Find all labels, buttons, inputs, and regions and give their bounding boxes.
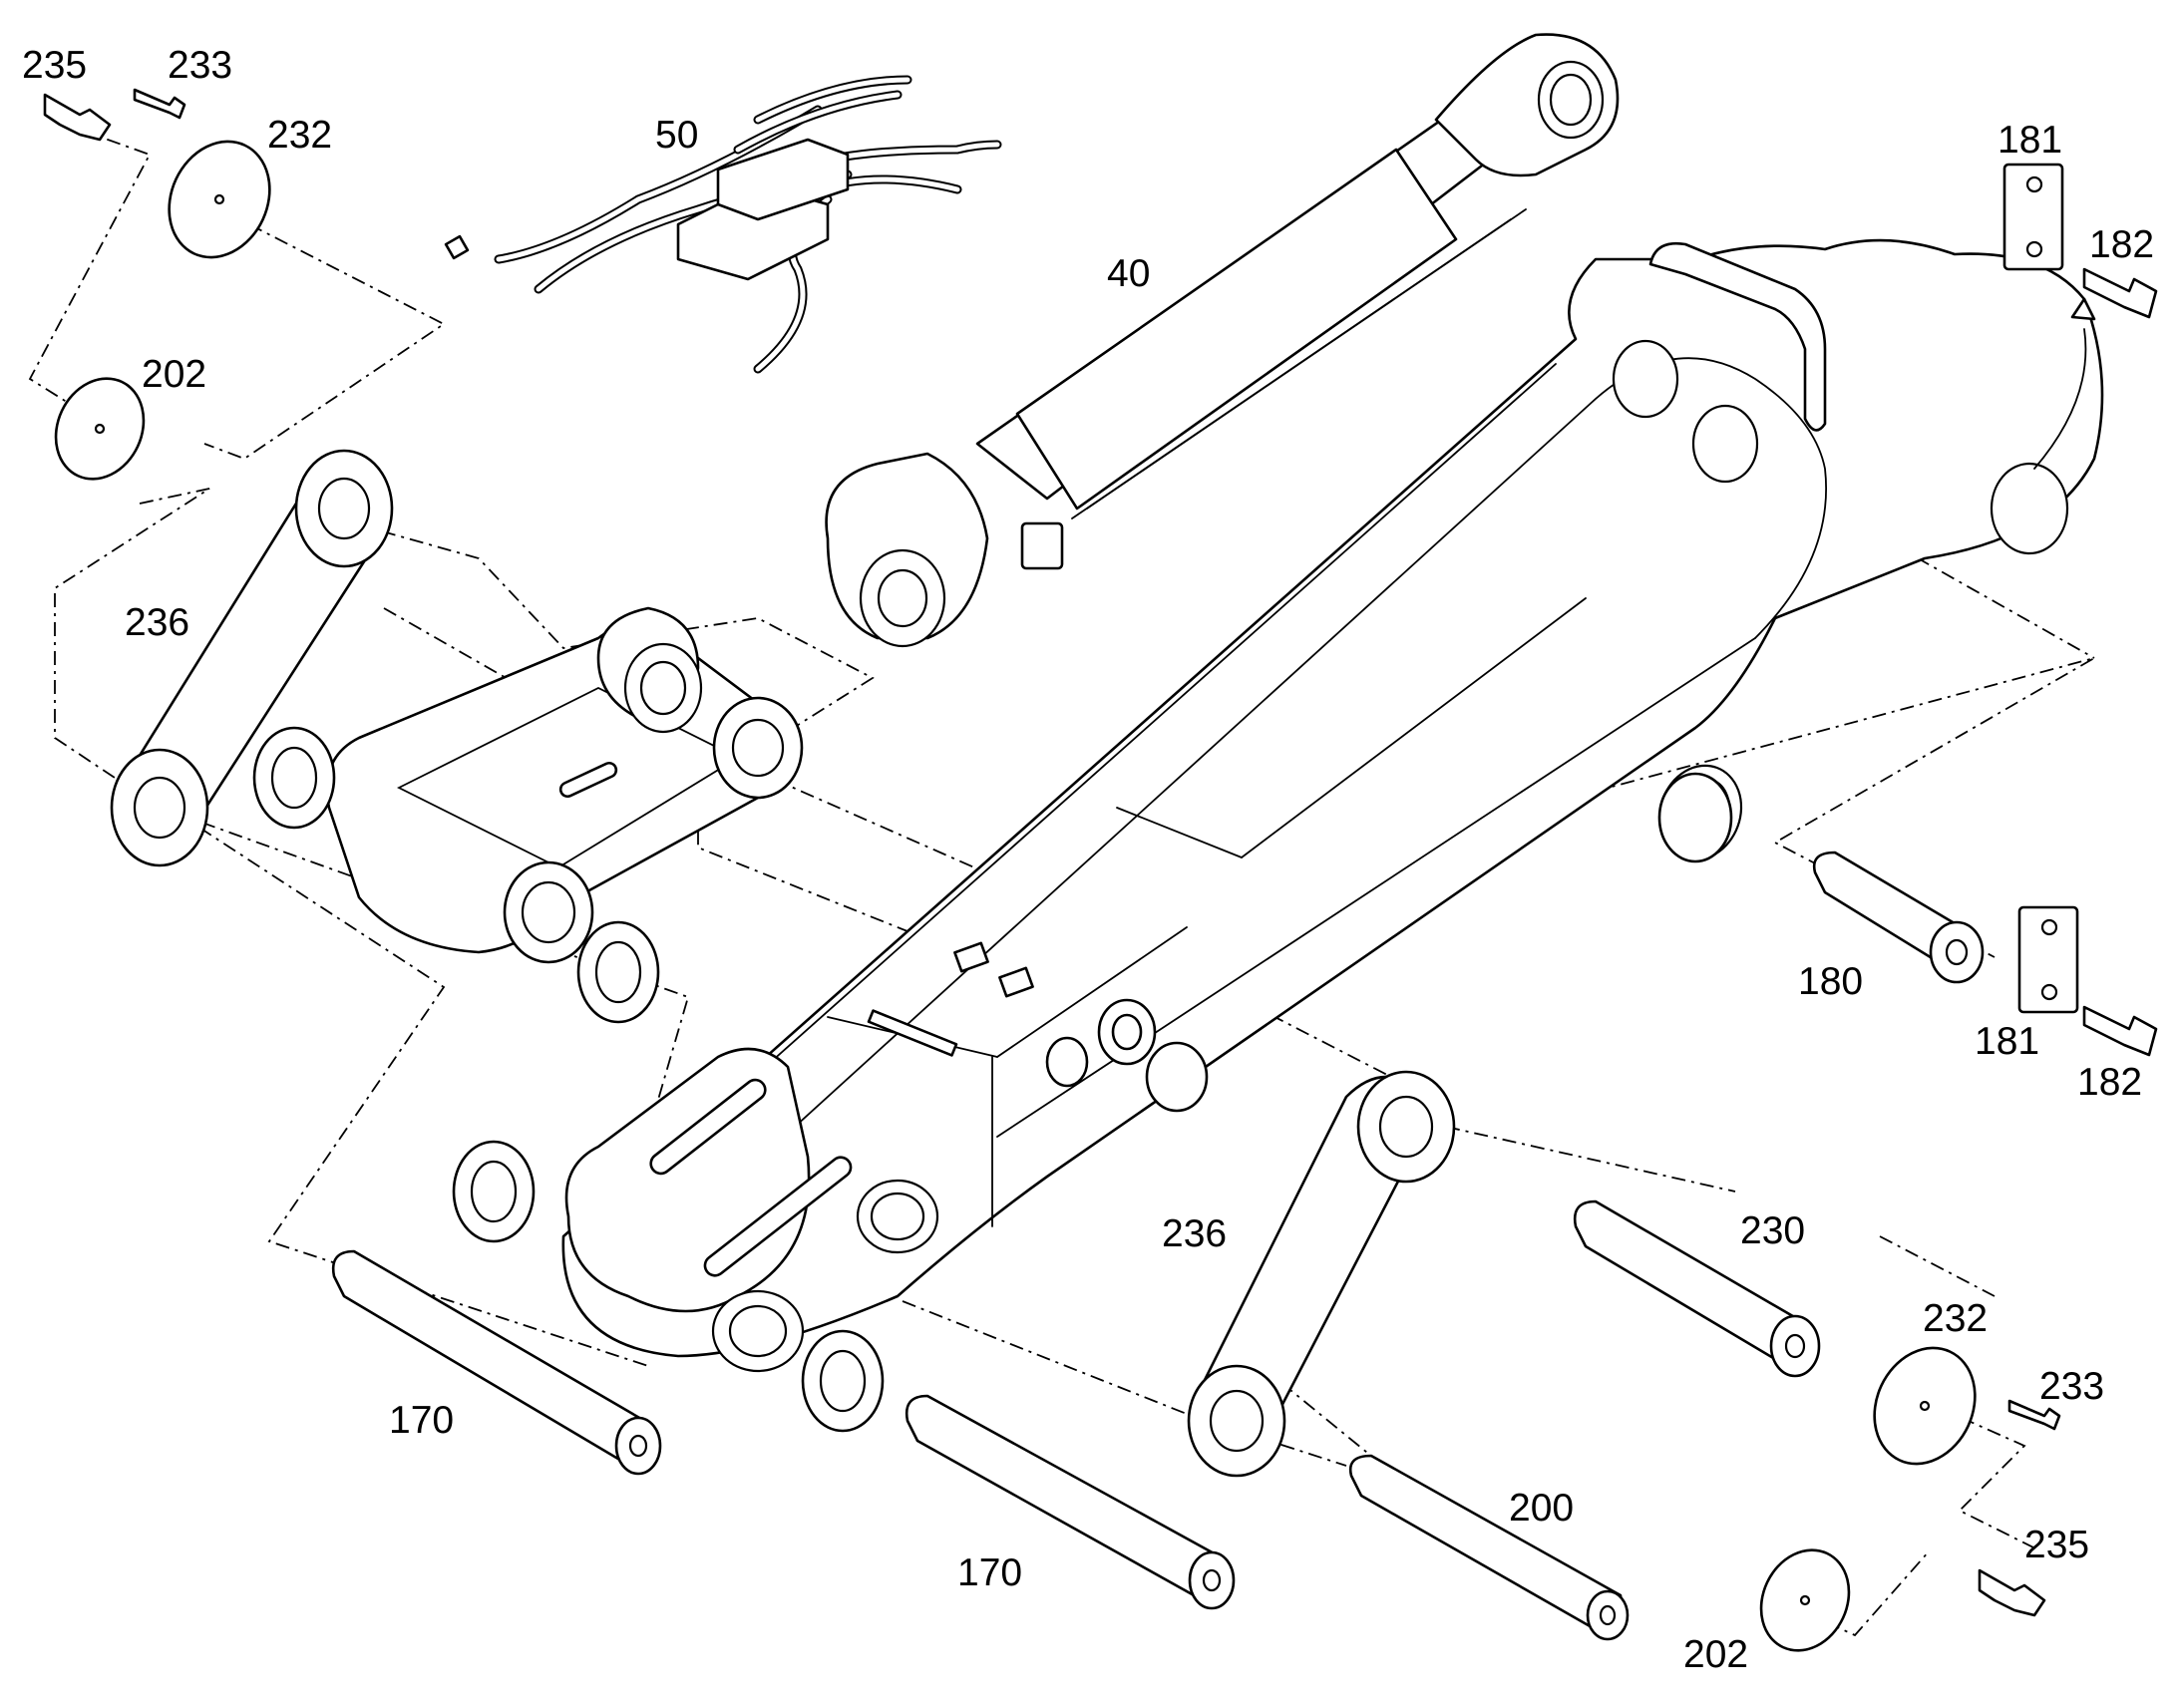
callout-40: 40 <box>1107 252 1150 295</box>
hydraulic-cylinder <box>825 33 1620 648</box>
callout-181-top: 181 <box>1998 119 2062 162</box>
callout-181-bottom: 181 <box>1975 1020 2039 1063</box>
callout-170-left: 170 <box>389 1399 454 1442</box>
callout-233-bottom-right: 233 <box>2039 1365 2104 1408</box>
callout-202-bottom-right: 202 <box>1683 1633 1748 1676</box>
callout-235-bottom-right: 235 <box>2024 1524 2089 1566</box>
callout-50: 50 <box>655 114 698 157</box>
pins <box>331 851 1985 1641</box>
callout-232-bottom-right: 232 <box>1923 1297 1988 1340</box>
link-arm-right <box>1187 1070 1456 1478</box>
callout-180: 180 <box>1798 960 1863 1003</box>
callout-202-top-left: 202 <box>142 353 206 396</box>
callout-182-top: 182 <box>2089 223 2154 266</box>
callout-232-top-left: 232 <box>267 114 332 157</box>
plates-and-bolts <box>2002 163 2158 1057</box>
callout-labels: 235 233 232 202 236 50 40 181 182 180 18… <box>22 44 2154 1676</box>
spacer-rings <box>252 726 1733 1433</box>
end-caps-and-fittings <box>43 88 2061 1652</box>
callout-235-top-left: 235 <box>22 44 87 87</box>
callout-170-right: 170 <box>957 1551 1022 1594</box>
link-bracket <box>325 606 804 964</box>
valve-block-with-hoses <box>444 75 1002 374</box>
link-arm-left <box>110 449 394 867</box>
callout-200: 200 <box>1509 1487 1574 1530</box>
callout-233-top-left: 233 <box>168 44 232 87</box>
callout-236-left: 236 <box>125 601 189 644</box>
callout-230: 230 <box>1740 1209 1805 1252</box>
callout-182-bottom: 182 <box>2077 1061 2142 1104</box>
callout-236-right: 236 <box>1162 1212 1227 1255</box>
